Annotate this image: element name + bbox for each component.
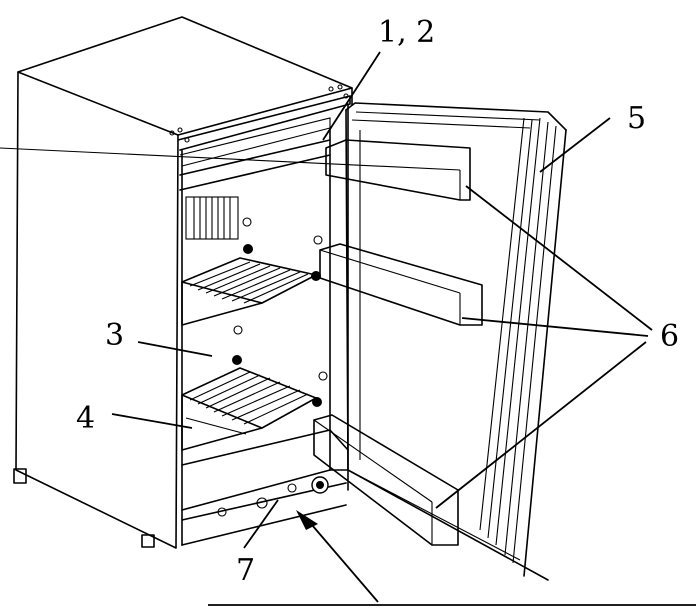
label-6: 6 [660, 319, 679, 354]
label-5: 5 [627, 101, 646, 136]
leader-lines [111, 51, 696, 606]
lower-wire-shelf [181, 367, 317, 451]
callout-labels: 1, 2 3 4 5 6 7 [76, 15, 679, 588]
label-7: 7 [236, 553, 255, 588]
cabinet-body [13, 16, 353, 549]
door-bin-top [0, 139, 471, 201]
door-bin-bottom [313, 414, 459, 546]
shelf-support-studs [232, 217, 328, 407]
arrowhead [296, 510, 318, 530]
label-1-2: 1, 2 [378, 15, 435, 50]
door-bin-middle [319, 243, 483, 326]
control-panel [217, 476, 329, 517]
evaporator-fins [185, 196, 239, 240]
upper-wire-shelf [181, 257, 317, 326]
door-gasket [347, 111, 557, 564]
open-door [0, 102, 567, 581]
cabinet-interior [177, 95, 351, 546]
label-3: 3 [105, 318, 124, 353]
label-4: 4 [76, 401, 95, 436]
